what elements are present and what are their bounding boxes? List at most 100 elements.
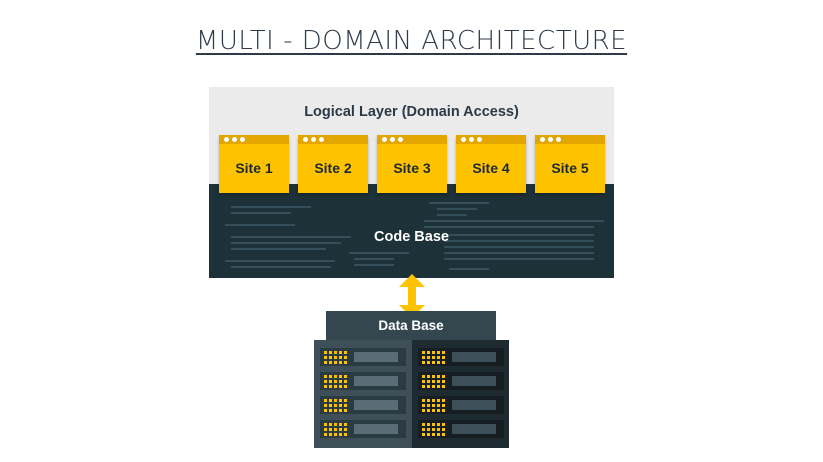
server-led	[334, 385, 337, 388]
server-led	[442, 433, 445, 436]
server-led	[437, 423, 440, 426]
code-line	[225, 224, 295, 226]
page-title: MULTI - DOMAIN ARCHITECTURE	[0, 26, 823, 56]
server-led	[422, 428, 425, 431]
server-led	[437, 356, 440, 359]
server-led	[432, 356, 435, 359]
code-background-lines	[209, 184, 614, 278]
server-led	[422, 380, 425, 383]
code-line	[225, 260, 335, 262]
server-led	[427, 380, 430, 383]
code-line	[231, 236, 351, 238]
server-led	[344, 361, 347, 364]
drive-slot	[354, 424, 398, 434]
browser-window-icon	[535, 135, 605, 144]
server-led	[422, 399, 425, 402]
server-led	[329, 375, 332, 378]
server-unit	[320, 348, 406, 366]
server-led	[324, 399, 327, 402]
data-base-label: Data Base	[326, 311, 496, 340]
server-led	[422, 409, 425, 412]
server-unit	[320, 372, 406, 390]
server-led	[334, 361, 337, 364]
server-led	[422, 433, 425, 436]
code-line	[231, 206, 311, 208]
server-led	[324, 380, 327, 383]
server-led	[437, 404, 440, 407]
server-led	[339, 404, 342, 407]
server-led	[334, 351, 337, 354]
code-line	[354, 264, 394, 266]
server-led	[344, 409, 347, 412]
server-led	[442, 423, 445, 426]
logical-layer-label: Logical Layer (Domain Access)	[304, 104, 519, 120]
server-led	[339, 428, 342, 431]
code-line	[231, 242, 341, 244]
server-led	[339, 351, 342, 354]
server-led	[427, 356, 430, 359]
code-line	[444, 234, 594, 236]
double-arrow-icon	[399, 274, 425, 318]
code-line	[444, 246, 594, 248]
drive-slot	[452, 424, 496, 434]
server-led	[324, 409, 327, 412]
server-unit	[418, 372, 504, 390]
server-led	[437, 380, 440, 383]
server-led	[437, 351, 440, 354]
server-led	[437, 375, 440, 378]
site-2-window: Site 2	[298, 135, 368, 193]
server-led	[334, 399, 337, 402]
server-led	[329, 404, 332, 407]
site-label: Site 3	[393, 160, 431, 176]
server-led	[324, 361, 327, 364]
server-led	[329, 356, 332, 359]
server-led	[432, 409, 435, 412]
server-led	[324, 404, 327, 407]
server-led	[422, 385, 425, 388]
server-led	[442, 409, 445, 412]
server-led	[329, 380, 332, 383]
server-led	[432, 428, 435, 431]
server-led	[324, 433, 327, 436]
code-line	[444, 252, 594, 254]
drive-slot	[354, 400, 398, 410]
server-led	[422, 351, 425, 354]
server-led	[442, 404, 445, 407]
server-led	[339, 433, 342, 436]
server-led	[334, 428, 337, 431]
browser-window-icon	[219, 135, 289, 144]
server-led	[324, 375, 327, 378]
server-led	[339, 375, 342, 378]
server-led	[437, 409, 440, 412]
server-led	[334, 375, 337, 378]
server-led	[344, 380, 347, 383]
server-led	[427, 375, 430, 378]
site-label: Site 4	[472, 160, 510, 176]
server-led	[324, 351, 327, 354]
server-led	[437, 433, 440, 436]
server-led	[432, 404, 435, 407]
server-led	[427, 361, 430, 364]
server-led	[324, 423, 327, 426]
server-led	[442, 375, 445, 378]
drive-slot	[354, 376, 398, 386]
server-led	[339, 380, 342, 383]
server-rack-left	[314, 340, 412, 448]
server-led	[344, 404, 347, 407]
server-led	[437, 361, 440, 364]
server-led	[427, 409, 430, 412]
server-led	[339, 409, 342, 412]
server-led	[324, 356, 327, 359]
server-led	[334, 404, 337, 407]
server-led	[334, 409, 337, 412]
server-led	[334, 380, 337, 383]
server-led	[329, 361, 332, 364]
server-unit	[320, 420, 406, 438]
site-label: Site 5	[551, 160, 589, 176]
server-led	[329, 433, 332, 436]
server-led	[344, 399, 347, 402]
server-led	[442, 428, 445, 431]
page-title-text: MULTI - DOMAIN ARCHITECTURE	[195, 26, 628, 56]
code-line	[437, 214, 467, 216]
server-led	[442, 380, 445, 383]
